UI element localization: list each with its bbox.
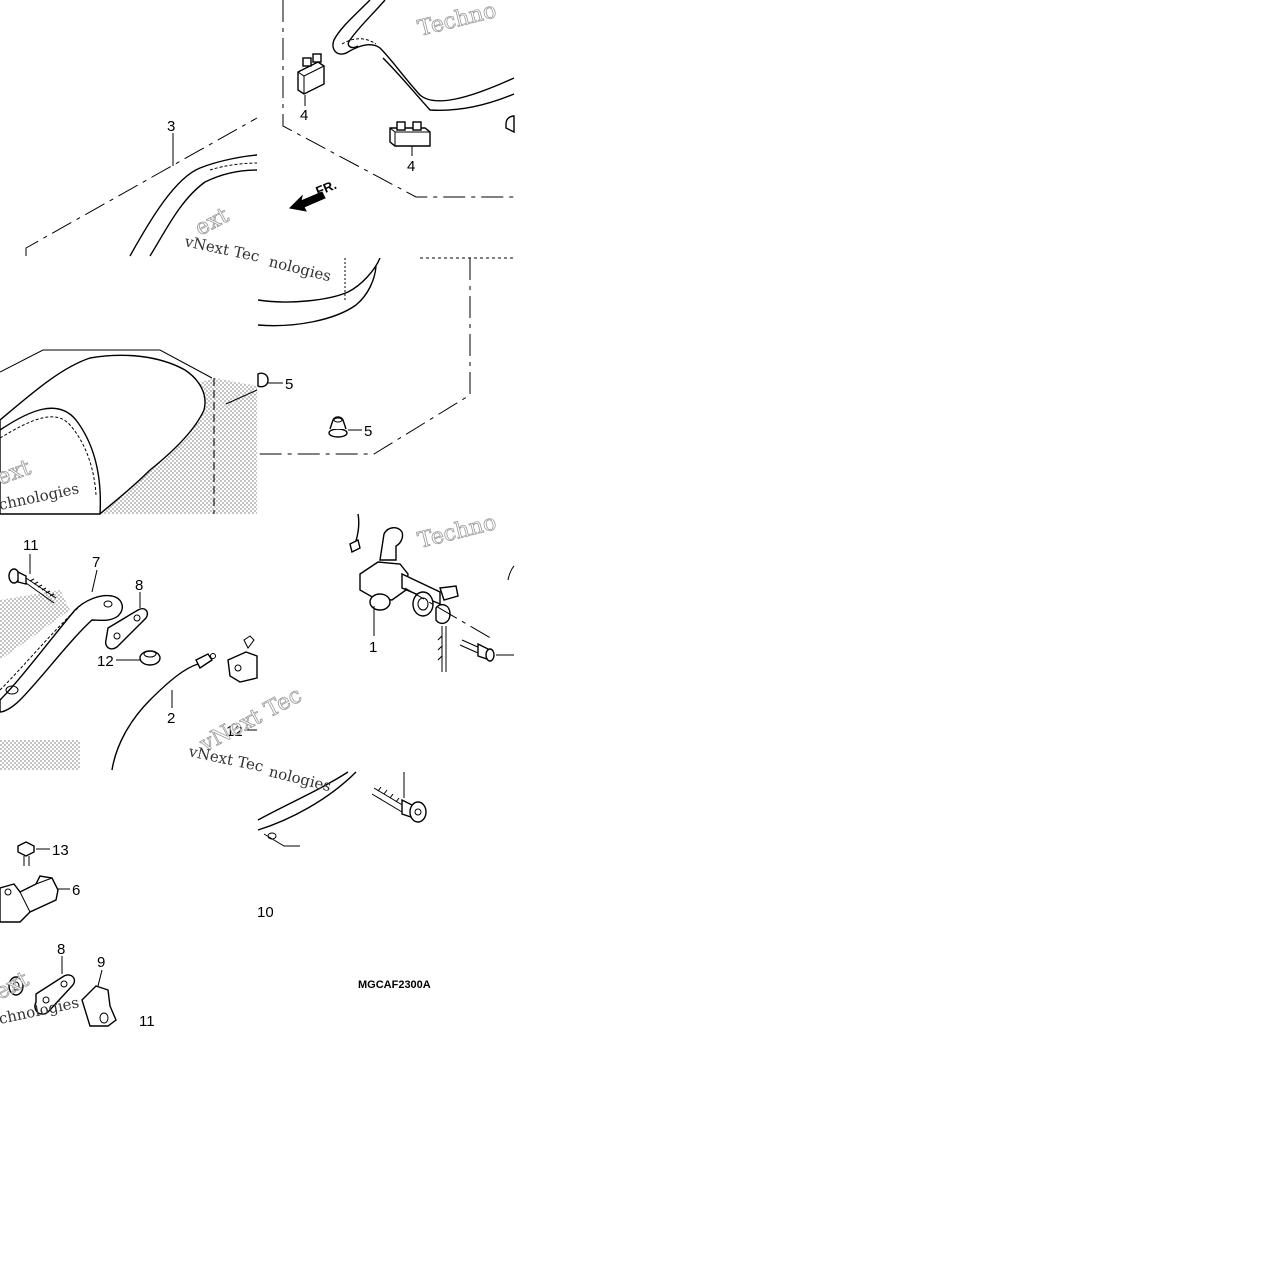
- tile-seat-rear-top: 4 4 FR. Techno: [282, 0, 515, 212]
- tile-seat-lock: 1 Techno: [349, 510, 515, 672]
- nut-part: [8, 976, 24, 996]
- callout-8: 8: [57, 941, 65, 958]
- grab-rail-part: [0, 594, 123, 713]
- bracket-part: [227, 635, 258, 683]
- callout-10: 10: [257, 904, 274, 921]
- front-direction-arrow: FR.: [288, 177, 339, 212]
- watermark-text: vNext Tec: [182, 232, 261, 266]
- cushion-part: [328, 416, 348, 438]
- collar-part: [139, 650, 161, 666]
- callout-4: 4: [300, 107, 308, 124]
- callout-12: 12: [97, 653, 114, 670]
- direction-label: FR.: [314, 177, 339, 199]
- cushion-part: [257, 372, 269, 388]
- setting-rubber-part: [297, 53, 325, 95]
- callout-11: 11: [23, 537, 39, 554]
- callout-3: 3: [167, 118, 175, 135]
- watermark-text: Techno: [415, 0, 499, 42]
- holder-plate-part: [34, 974, 76, 1015]
- tile-grab-rail: 11 7 8 12 2: [0, 537, 306, 776]
- callout-8: 8: [135, 577, 143, 594]
- watermark-text: nologies: [267, 762, 333, 795]
- callout-13: 13: [52, 842, 69, 859]
- bolt-part: [371, 786, 427, 823]
- figure-code: MGCAF2300A: [358, 979, 431, 991]
- tile-bracket-assembly: 13 6 8 9 11 ext chnologies: [0, 841, 155, 1030]
- seat-lock-part: [359, 527, 495, 672]
- bolt-part: [459, 639, 495, 662]
- watermark-text: ext: [0, 967, 33, 1005]
- bolt-part: [17, 841, 35, 866]
- watermark-text: Techno: [415, 510, 499, 554]
- callout-1: 1: [369, 639, 377, 656]
- tile-seat-bolt: 10 MGCAF2300A nologies: [257, 762, 431, 991]
- holder-part: [81, 985, 117, 1027]
- holder-plate-part: [104, 608, 149, 650]
- tile-rider-seat-left: 3 ext vNext Tec: [25, 117, 261, 266]
- callout-12: 12: [226, 723, 243, 740]
- callout-5: 5: [285, 376, 293, 393]
- callout-2: 2: [167, 710, 175, 727]
- callout-11: 11: [139, 1013, 155, 1030]
- setting-rubber-part: [389, 121, 431, 147]
- callout-6: 6: [72, 882, 80, 899]
- callout-4: 4: [407, 158, 415, 175]
- tile-pillion-seat: ext chnologies: [0, 349, 258, 515]
- callout-7: 7: [92, 554, 100, 571]
- bracket-part: [0, 875, 59, 923]
- watermark-text: nologies: [267, 252, 333, 285]
- callout-9: 9: [97, 954, 105, 971]
- callout-5: 5: [364, 423, 372, 440]
- bolt-part: [8, 568, 57, 604]
- seat-lock-cable-part: [111, 653, 216, 771]
- tile-seat-underside: 5 5 nologies: [257, 252, 514, 455]
